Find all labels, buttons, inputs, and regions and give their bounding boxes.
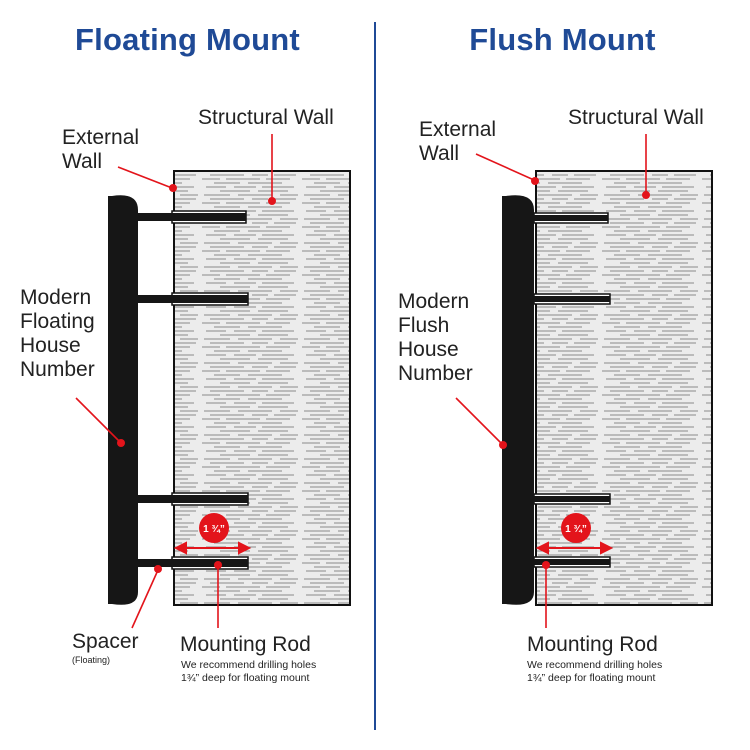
label-structural-wall-left: Structural Wall bbox=[198, 106, 334, 129]
house-number-sign-left bbox=[108, 195, 138, 605]
label-external-wall-left: External Wall bbox=[62, 126, 140, 173]
floating-mount-title: Floating Mount bbox=[75, 22, 300, 57]
mounting-rod-1-right bbox=[528, 212, 609, 224]
label-house-number-left: Modern Floating House Number bbox=[20, 286, 95, 381]
center-divider bbox=[374, 22, 376, 730]
callouts-right bbox=[455, 134, 650, 628]
rods-left bbox=[136, 210, 249, 570]
label-structural-wall-right: Structural Wall bbox=[568, 106, 704, 129]
label-spacer-left: Spacer bbox=[72, 630, 139, 653]
depth-badge-text-right: 1 ¾” bbox=[565, 524, 587, 535]
label-mounting-rod-right: Mounting Rod bbox=[527, 633, 658, 656]
mounting-rod-4-right bbox=[528, 556, 611, 568]
label-mounting-rod-left: Mounting Rod bbox=[180, 633, 311, 656]
structural-wall-left bbox=[173, 170, 351, 606]
mounting-rod-4-left bbox=[136, 556, 249, 570]
mounting-rod-3-left bbox=[136, 492, 249, 506]
mounting-rod-2-right bbox=[528, 293, 611, 305]
depth-badge-left bbox=[199, 513, 229, 543]
mounting-rod-3-right bbox=[528, 493, 611, 505]
flush-mount-diagram: 1 ¾” bbox=[455, 134, 713, 628]
floating-mount-diagram: 1 ¾” bbox=[75, 134, 351, 629]
label-house-number-right: Modern Flush House Number bbox=[398, 290, 473, 385]
rod-note-left: We recommend drilling holes 1¾” deep for… bbox=[181, 659, 317, 684]
depth-badge-text-left: 1 ¾” bbox=[203, 524, 225, 535]
depth-arrow-right bbox=[535, 541, 614, 555]
depth-badge-right bbox=[561, 513, 591, 543]
rod-note-right: We recommend drilling holes 1¾” deep for… bbox=[527, 659, 663, 684]
structural-wall-right bbox=[535, 170, 713, 606]
callouts-left bbox=[75, 134, 276, 629]
label-spacer-note-left: (Floating) bbox=[72, 655, 111, 665]
house-number-sign-right bbox=[502, 195, 534, 605]
mounting-rod-1-left bbox=[136, 210, 247, 224]
mounting-rod-2-left bbox=[136, 292, 249, 306]
flush-mount-title: Flush Mount bbox=[469, 22, 656, 57]
depth-arrow-left bbox=[173, 541, 252, 555]
rods-right bbox=[528, 212, 611, 568]
label-external-wall-right: External Wall bbox=[419, 118, 497, 165]
